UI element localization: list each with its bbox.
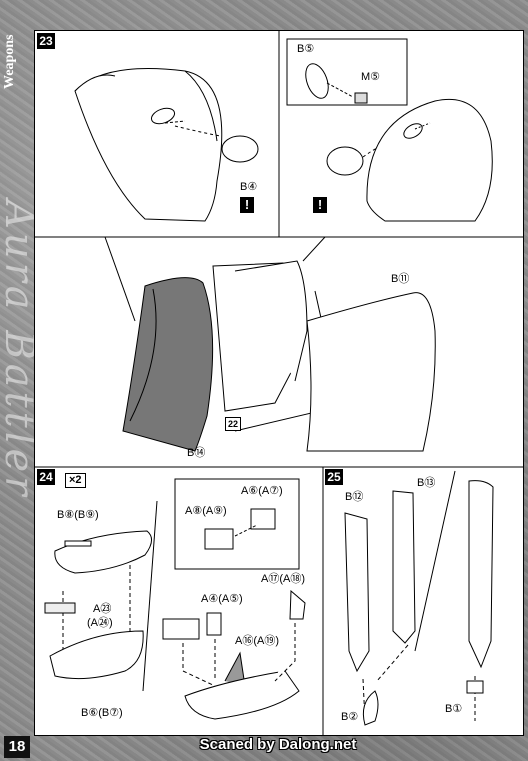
instruction-illustrations — [35, 31, 523, 735]
part-label-b14: B⑭ — [187, 447, 206, 459]
part-label-b8: B⑧(B⑨) — [57, 509, 99, 521]
sidebar: Weapons Aura Battler 18 — [0, 0, 42, 761]
shield-part-right — [305, 63, 493, 222]
part-label-b12: B⑫ — [345, 491, 364, 503]
section-label: Weapons — [2, 34, 17, 90]
detail-inset-box-24 — [174, 478, 300, 570]
part-label-b2: B② — [341, 711, 359, 723]
warning-icon: ! — [240, 197, 254, 213]
step-number-25: 25 — [325, 469, 343, 485]
step-reference-22: 22 — [225, 417, 241, 431]
cover-assembly — [44, 500, 158, 692]
part-label-a4: A④(A⑤) — [201, 593, 243, 605]
page-number: 18 — [4, 736, 30, 758]
scan-credit: Scaned by Dalong.net — [199, 736, 357, 753]
part-label-b1: B① — [445, 703, 463, 715]
part-label-a8: A⑧(A⑨) — [185, 505, 227, 517]
part-label-b13: B⑬ — [417, 477, 436, 489]
part-label-b4: B④ — [240, 181, 258, 193]
quantity-multiplier: ×2 — [65, 473, 86, 488]
shield-exploded-assembly — [104, 236, 436, 452]
shield-part-left — [74, 68, 259, 222]
part-label-a23: A㉓ — [93, 603, 112, 615]
part-label-a6: A⑥(A⑦) — [241, 485, 283, 497]
part-label-b5: B⑤ — [297, 43, 315, 55]
step-number-23: 23 — [37, 33, 55, 49]
part-label-b6: B⑥(B⑦) — [81, 707, 123, 719]
part-label-a24: (A㉔) — [87, 617, 113, 629]
grip-assembly — [162, 508, 306, 720]
part-label-a17: A⑰(A⑱) — [261, 573, 305, 585]
part-label-b11: B⑪ — [391, 273, 410, 285]
instruction-sheet: 23 B④ ! B⑤ M⑤ ! B⑪ B⑭ 22 24 ×2 B⑧(B⑨) A㉓… — [34, 30, 524, 736]
step-number-24: 24 — [37, 469, 55, 485]
blade-assembly — [344, 470, 494, 726]
part-label-a16: A⑯(A⑲) — [235, 635, 279, 647]
warning-icon: ! — [313, 197, 327, 213]
part-label-m5: M⑤ — [361, 71, 381, 83]
